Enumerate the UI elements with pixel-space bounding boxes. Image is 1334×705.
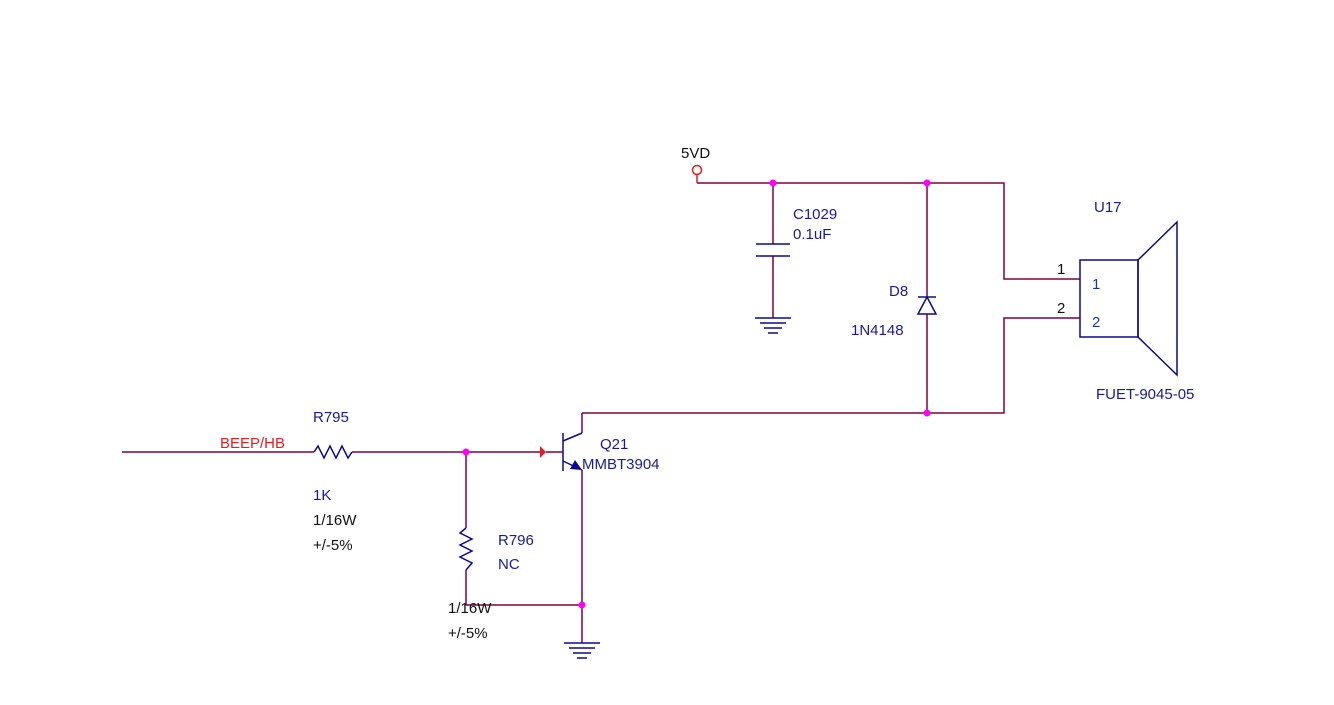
resistor-r795: R795 1K 1/16W +/-5% [313,409,357,554]
junction-dot [462,448,470,456]
r795-tolerance: +/-5% [313,537,353,554]
r795-power: 1/16W [313,512,357,529]
diode-d8: D8 1N4148 [851,283,938,339]
wire-pin2-return [582,317,1080,414]
r795-ref: R795 [313,409,349,426]
collector-lead [562,432,583,442]
r796-tolerance: +/-5% [448,625,488,642]
d8-ref: D8 [889,283,908,300]
net-label-beep: BEEP/HB [220,435,285,452]
diode-triangle [916,295,938,315]
power-port-circle [691,164,703,176]
base-arrow-marker [540,446,546,458]
ground-symbol-emitter [564,642,600,659]
speaker-body [1079,259,1139,338]
resistor-zigzag [313,444,353,460]
u17-pin1-net: 1 [1057,261,1065,278]
power-label: 5VD [681,145,710,162]
resistor-r796: R796 NC 1/16W +/-5% [448,527,534,642]
power-port-5vd: 5VD [681,145,710,183]
speaker-cone [1137,220,1178,377]
emitter-arrow [570,460,582,470]
junctions [462,179,931,609]
c1029-ref: C1029 [793,206,837,223]
u17-pin2-net: 2 [1057,300,1065,317]
q21-ref: Q21 [600,436,628,453]
wire-5vd-rail [697,182,1080,280]
r795-value: 1K [313,487,331,504]
wire-r796-bottom [465,570,582,606]
transistor-q21: Q21 MMBT3904 [540,432,660,473]
c1029-value: 0.1uF [793,226,831,243]
junction-dot [923,179,931,187]
d8-part: 1N4148 [851,322,904,339]
u17-pin2-label: 2 [1092,314,1100,331]
ground-symbol-cap [755,317,791,334]
wires [122,182,1080,643]
r796-ref: R796 [498,532,534,549]
junction-dot [578,601,586,609]
u17-ref: U17 [1094,199,1122,216]
u17-pin1-label: 1 [1092,276,1100,293]
capacitor-c1029: C1029 0.1uF [756,206,837,257]
junction-dot [923,409,931,417]
resistor-zigzag [458,527,474,571]
u17-part: FUET-9045-05 [1096,386,1194,403]
junction-dot [769,179,777,187]
r796-value: NC [498,556,520,573]
speaker-u17: U17 FUET-9045-05 1 2 1 2 [1057,199,1194,403]
r796-power: 1/16W [448,600,492,617]
q21-part: MMBT3904 [582,456,660,473]
